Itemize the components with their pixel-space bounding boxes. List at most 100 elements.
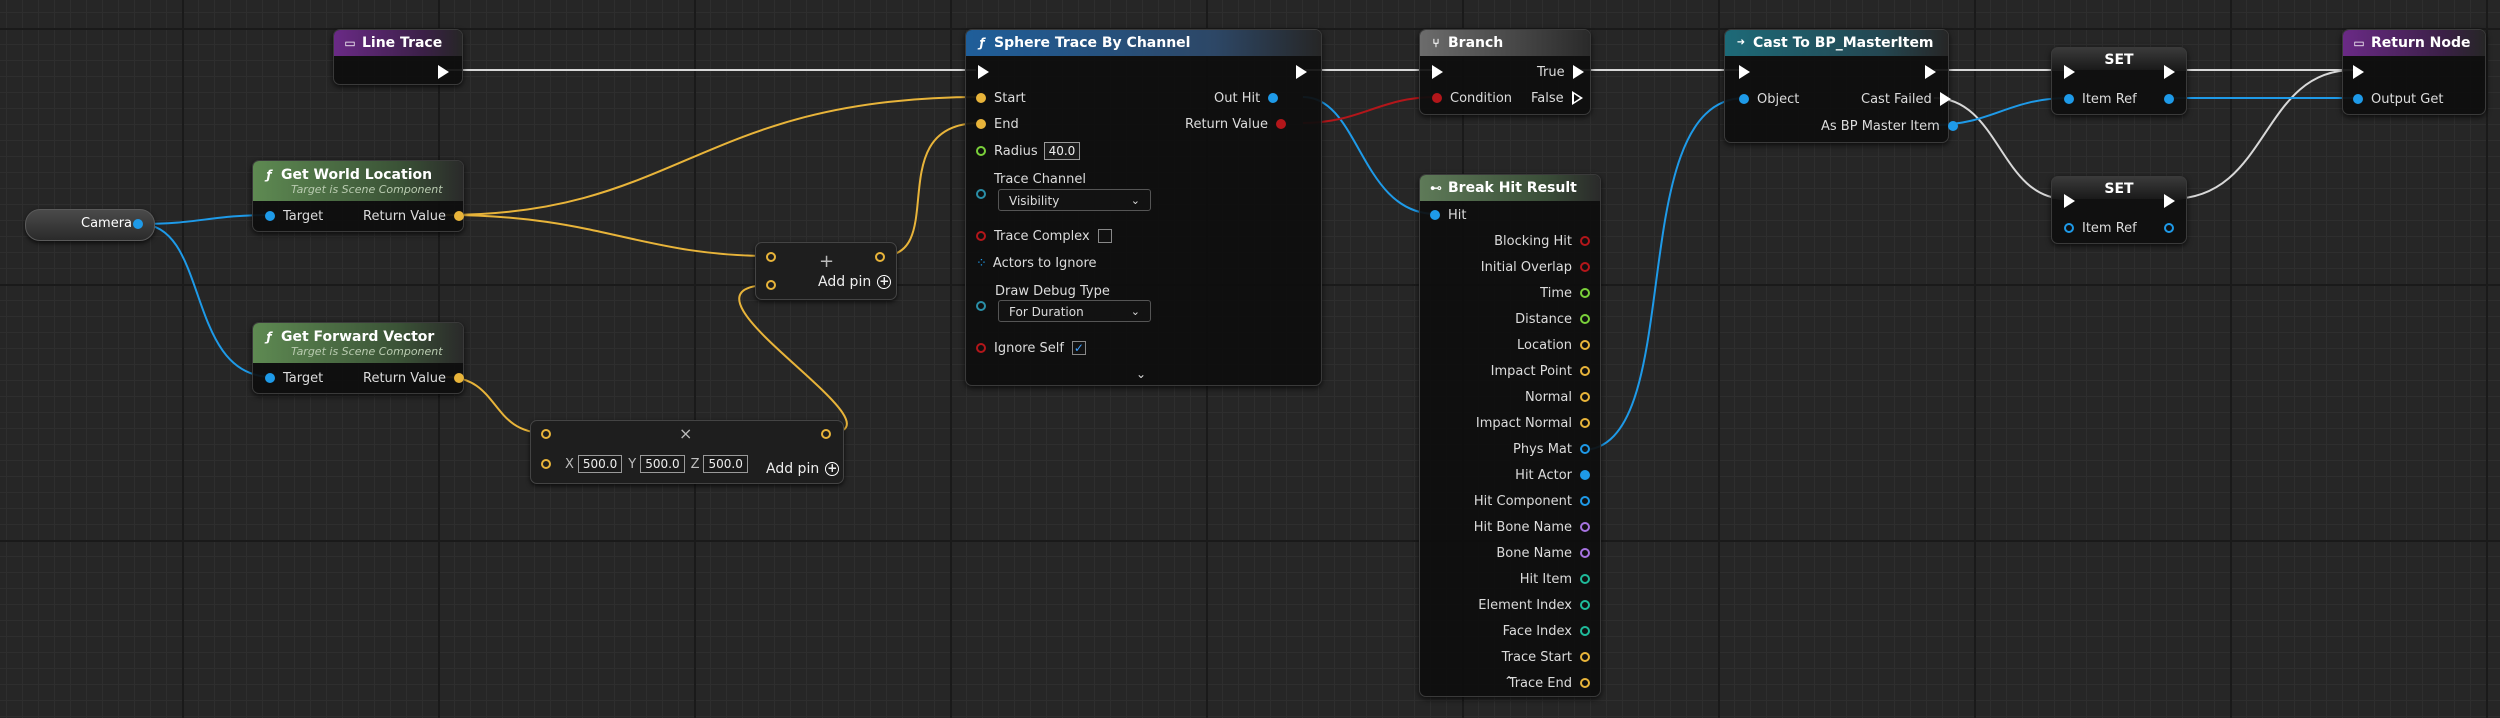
add-pin-label: Add pin xyxy=(766,461,820,477)
output-label: Impact Normal xyxy=(1475,415,1572,431)
x-input[interactable]: 500.0 xyxy=(577,455,623,473)
set-node-2[interactable]: SET Item Ref xyxy=(2051,176,2187,244)
set2-item-ref-out[interactable] xyxy=(2164,219,2174,237)
break-hit-output-pin[interactable]: Normal xyxy=(1525,388,1590,406)
return-exec-in[interactable] xyxy=(2353,63,2364,81)
cast-failed-pin[interactable]: Cast Failed xyxy=(1861,90,1951,108)
return-value-label: Return Value xyxy=(363,208,446,224)
sphere-exec-in[interactable] xyxy=(978,63,989,81)
break-hit-output-pin[interactable]: Hit Component xyxy=(1474,492,1590,510)
branch-condition-pin[interactable]: Condition xyxy=(1432,89,1512,107)
output-label: Trace Start xyxy=(1501,649,1572,665)
add-vector-node[interactable]: + Add pin+ xyxy=(755,242,897,300)
cast-object-pin[interactable]: Object xyxy=(1739,90,1799,108)
vector-pin-icon xyxy=(453,373,464,383)
vector-pin-icon xyxy=(976,119,986,129)
break-hit-output-pin[interactable]: Location xyxy=(1517,336,1590,354)
ignore-self-checkbox[interactable]: ✓ xyxy=(1071,341,1086,355)
radius-input[interactable]: 40.0 xyxy=(1043,142,1081,160)
set2-exec-in[interactable] xyxy=(2064,192,2075,210)
break-hit-output-pin[interactable]: Blocking Hit xyxy=(1494,232,1590,250)
set1-exec-in[interactable] xyxy=(2064,63,2075,81)
output-label: Impact Point xyxy=(1490,363,1572,379)
break-hit-output-pin[interactable]: Hit Actor xyxy=(1515,466,1590,484)
plus-circle-icon: + xyxy=(877,274,892,289)
trace-channel-dropdown[interactable]: Visibility⌄ xyxy=(998,189,1151,211)
draw-debug-label: Draw Debug Type xyxy=(995,283,1110,299)
output-pin-icon xyxy=(1580,652,1590,662)
ignore-self-pin[interactable]: Ignore Self✓ xyxy=(976,339,1086,357)
gwl-target-pin[interactable]: Target xyxy=(265,207,323,225)
sphere-expand-button[interactable]: ⌄ xyxy=(1136,365,1146,383)
break-hit-output-pin[interactable]: Initial Overlap xyxy=(1481,258,1590,276)
output-pin-icon xyxy=(1580,678,1590,688)
output-pin-icon xyxy=(1580,496,1590,506)
set1-item-ref-out[interactable] xyxy=(2164,90,2174,108)
exec-pin-icon xyxy=(2064,194,2075,208)
sphere-trace-node[interactable]: ƒ Sphere Trace By Channel Start End Radi… xyxy=(965,29,1322,386)
set2-item-ref-pin[interactable]: Item Ref xyxy=(2064,219,2137,237)
object-pin-icon xyxy=(2164,94,2174,104)
break-hit-output-pin[interactable]: Element Index xyxy=(1478,596,1590,614)
return-output-pin[interactable]: Output Get xyxy=(2353,90,2443,108)
trace-complex-checkbox[interactable] xyxy=(1097,229,1112,243)
draw-debug-dropdown[interactable]: For Duration⌄ xyxy=(998,300,1151,322)
set2-exec-out[interactable] xyxy=(2164,192,2175,210)
gfv-target-pin[interactable]: Target xyxy=(265,369,323,387)
break-hit-output-pin[interactable]: Impact Normal xyxy=(1476,414,1590,432)
break-hit-output-pin[interactable]: Impact Point xyxy=(1491,362,1590,380)
cast-as-pin[interactable]: As BP Master Item xyxy=(1821,117,1958,135)
break-hit-input-pin[interactable]: Hit xyxy=(1430,206,1466,224)
y-input[interactable]: 500.0 xyxy=(640,455,685,473)
out-hit-pin[interactable]: Out Hit xyxy=(1214,89,1279,107)
sphere-return-value-pin[interactable]: Return Value xyxy=(1185,115,1286,133)
camera-variable-node[interactable]: Camera xyxy=(25,209,155,241)
trace-complex-pin[interactable]: Trace Complex xyxy=(976,227,1112,245)
output-label: Phys Mat xyxy=(1513,441,1572,457)
gfv-return-pin[interactable]: Return Value xyxy=(363,369,464,387)
sphere-exec-out[interactable] xyxy=(1296,63,1307,81)
line-trace-exec-out[interactable] xyxy=(438,63,449,81)
chevron-up-icon: ⌃ xyxy=(1504,674,1515,688)
break-hit-output-pin[interactable]: Hit Bone Name xyxy=(1474,518,1590,536)
gwl-return-pin[interactable]: Return Value xyxy=(363,207,464,225)
actors-to-ignore-pin[interactable]: ⁘Actors to Ignore xyxy=(976,254,1097,272)
sphere-start-pin[interactable]: Start xyxy=(976,89,1026,107)
break-hit-output-pin[interactable]: Hit Item xyxy=(1520,570,1590,588)
return-node[interactable]: ▭ Return Node Output Get xyxy=(2342,29,2486,115)
output-label: Hit Item xyxy=(1519,571,1572,587)
set1-item-ref-pin[interactable]: Item Ref xyxy=(2064,90,2137,108)
set-node-1[interactable]: SET Item Ref xyxy=(2051,47,2187,115)
line-trace-node[interactable]: ▭ Line Trace xyxy=(333,29,463,85)
output-pin-icon xyxy=(1580,392,1590,402)
break-hit-output-pin[interactable]: Phys Mat xyxy=(1513,440,1590,458)
object-pin-icon xyxy=(133,219,143,229)
cast-node[interactable]: ➜ Cast To BP_MasterItem Object Cast Fail… xyxy=(1724,29,1958,143)
z-input[interactable]: 500.0 xyxy=(703,455,748,473)
cast-title: Cast To BP_MasterItem xyxy=(1753,35,1934,51)
break-hit-output-pin[interactable]: Trace Start xyxy=(1502,648,1590,666)
set1-exec-out[interactable] xyxy=(2164,63,2175,81)
break-hit-collapse-button[interactable]: ⌃ xyxy=(1504,672,1514,690)
branch-node[interactable]: ⑂ Branch True Condition False xyxy=(1419,29,1591,115)
add-pin-button[interactable]: Add pin+ xyxy=(818,274,892,290)
break-hit-output-pin[interactable]: Distance xyxy=(1515,310,1590,328)
break-hit-output-pin[interactable]: Bone Name xyxy=(1496,544,1590,562)
break-hit-output-pin[interactable]: Trace End xyxy=(1509,674,1590,692)
branch-exec-in[interactable] xyxy=(1432,63,1443,81)
break-hit-output-pin[interactable]: Face Index xyxy=(1503,622,1590,640)
branch-false-pin[interactable]: False xyxy=(1531,89,1583,107)
cast-exec-in[interactable] xyxy=(1739,63,1750,81)
add-pin-button[interactable]: Add pin+ xyxy=(766,461,840,477)
bool-pin-icon xyxy=(1432,93,1442,103)
cast-exec-out[interactable] xyxy=(1925,63,1936,81)
get-forward-vector-subtitle: Target is Scene Component xyxy=(291,344,443,358)
sphere-end-pin[interactable]: End xyxy=(976,115,1019,133)
branch-true-pin[interactable]: True xyxy=(1537,63,1584,81)
break-hit-output-pin[interactable]: Time xyxy=(1540,284,1590,302)
multiply-vector-node[interactable]: × X 500.0 Y 500.0 Z 500.0 Add pin+ xyxy=(530,420,844,484)
